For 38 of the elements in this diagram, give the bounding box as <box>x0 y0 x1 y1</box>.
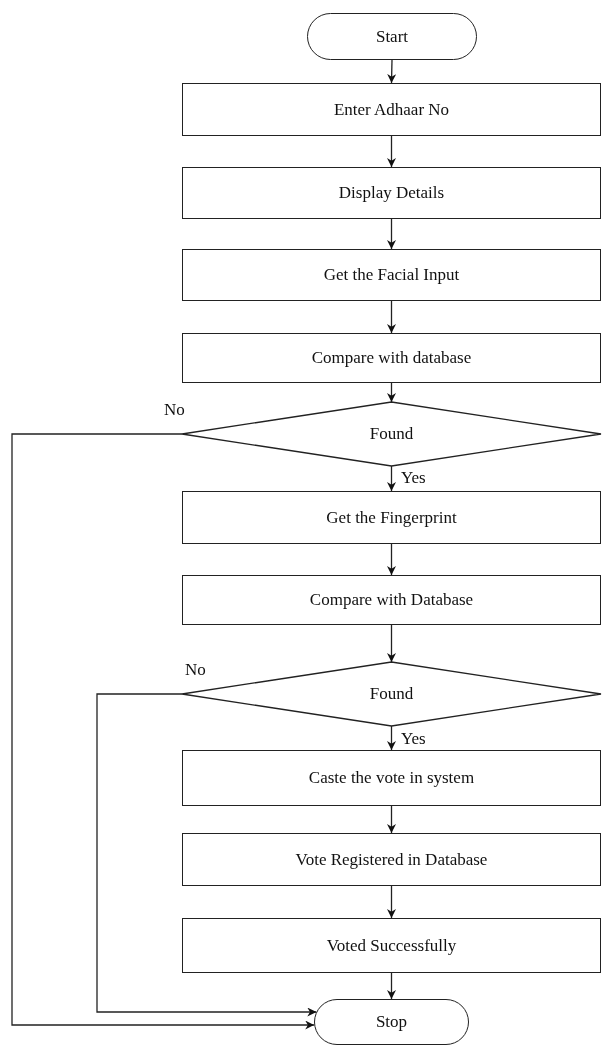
arrow <box>387 805 396 834</box>
arrow <box>387 300 396 334</box>
decision-diamond <box>182 662 601 726</box>
process-box <box>182 333 601 383</box>
process-box <box>182 918 601 973</box>
arrow <box>387 624 396 663</box>
arrow <box>387 885 396 919</box>
arrow <box>387 382 396 403</box>
process-box <box>182 491 601 544</box>
process-box <box>182 167 601 219</box>
node-text: Display Details <box>338 183 445 203</box>
arrow <box>387 972 396 1000</box>
arrow <box>387 543 396 576</box>
process-box <box>182 833 601 886</box>
process-box <box>182 750 601 806</box>
node-text: Vote Registered in Database <box>295 849 488 870</box>
node-text: Found <box>369 424 414 444</box>
arrow <box>387 465 396 492</box>
node-text: Start <box>375 26 409 47</box>
arrow <box>387 725 396 751</box>
process-box <box>182 575 601 625</box>
node-text: Get the Fingerprint <box>326 507 457 528</box>
arrow <box>387 135 396 168</box>
node-text: Compare with Database <box>309 590 474 610</box>
arrow <box>96 693 317 1017</box>
node-text: Stop <box>375 1012 408 1032</box>
node-text: Compare with database <box>311 348 472 368</box>
node-text: Found <box>369 684 414 704</box>
arrow <box>387 218 396 250</box>
arrow <box>11 433 315 1030</box>
decision-diamond <box>182 402 601 466</box>
arrow <box>387 59 397 84</box>
node-text: Enter Adhaar No <box>333 99 450 120</box>
node-text: Get the Facial Input <box>323 265 460 285</box>
process-box <box>182 83 601 136</box>
node-text: Voted Successfully <box>326 935 457 956</box>
node-text: Caste the vote in system <box>308 768 475 788</box>
process-box <box>182 249 601 301</box>
